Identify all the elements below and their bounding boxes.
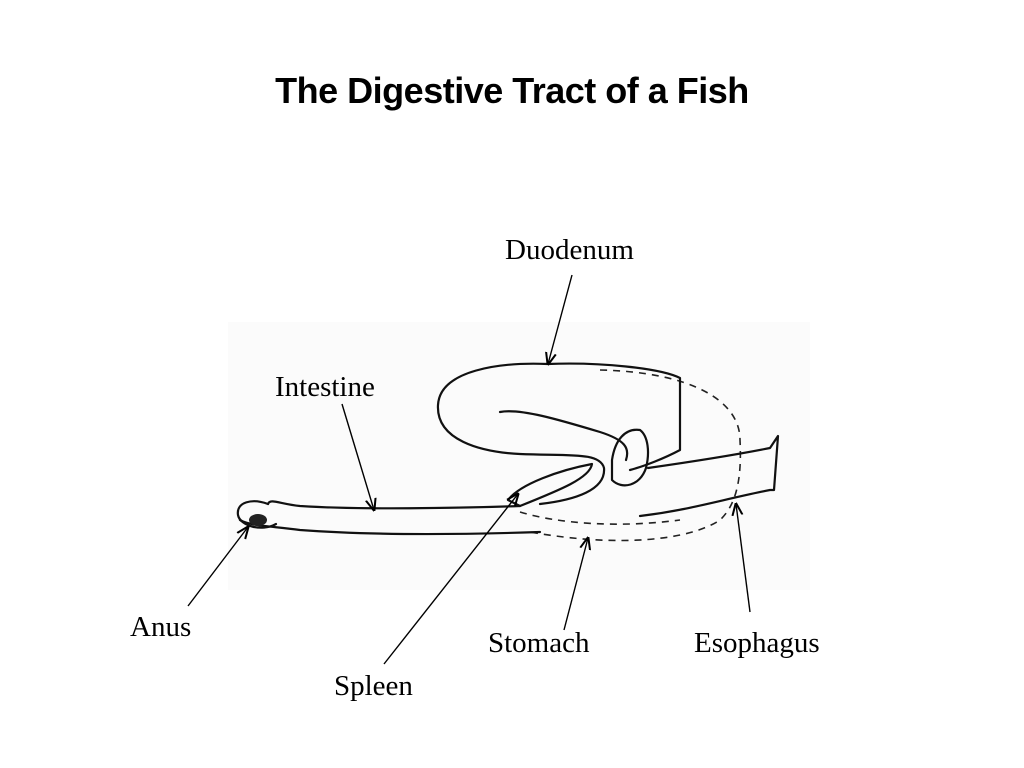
label-esophagus: Esophagus: [694, 627, 820, 659]
esophagus-leader: [736, 504, 751, 613]
duodenum-upper: [546, 362, 682, 472]
duodenum-outline: [436, 362, 606, 506]
label-intestine: Intestine: [275, 371, 375, 403]
label-stomach: Stomach: [488, 627, 590, 659]
label-spleen: Spleen: [334, 670, 413, 702]
duodenum-leader: [548, 274, 573, 364]
anus-leader: [187, 527, 248, 607]
digestive-tract-drawing: [236, 362, 780, 542]
duodenum-inner: [498, 410, 629, 462]
stomach-leader: [563, 538, 588, 631]
spleen-leader: [383, 494, 518, 665]
label-duodenum: Duodenum: [505, 234, 634, 266]
label-anus: Anus: [130, 611, 191, 643]
stomach-lower-dashed: [519, 511, 681, 525]
anus-opening: [249, 514, 267, 526]
drawing-background: [228, 322, 810, 590]
diagram-title: The Digestive Tract of a Fish: [275, 70, 749, 111]
spleen-shape: [506, 462, 594, 508]
stomach-body: [610, 428, 650, 487]
intestine-bend: [236, 500, 278, 529]
intestine-leader: [341, 403, 374, 510]
intestine-upper: [266, 500, 522, 510]
leader-lines: [187, 274, 751, 665]
esophagus-outline: [638, 434, 780, 518]
stomach-outline-dashed: [529, 369, 742, 542]
